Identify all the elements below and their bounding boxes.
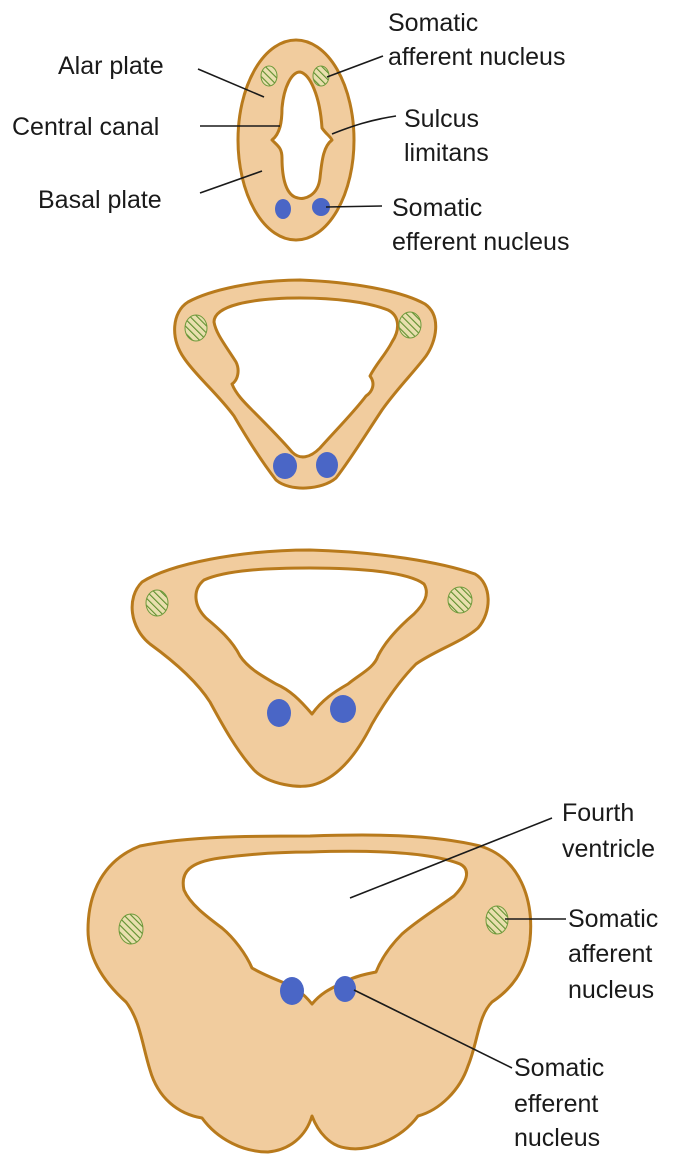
somatic-afferent-nucleus bbox=[146, 590, 168, 616]
somatic-efferent-nucleus bbox=[334, 976, 356, 1002]
brainstem-section-4 bbox=[88, 835, 531, 1152]
alar-plate-label: Alar plate bbox=[58, 52, 164, 80]
somatic-efferent-nucleus bbox=[273, 453, 297, 479]
nucleus-label: nucleus bbox=[568, 976, 654, 1004]
brainstem-section-3 bbox=[132, 550, 488, 786]
somatic-label: Somatic bbox=[568, 905, 658, 933]
somatic-efferent-nucleus bbox=[267, 699, 291, 727]
afferent-label: afferent bbox=[568, 940, 652, 968]
somatic-afferent-nucleus bbox=[399, 312, 421, 338]
somatic-label: Somatic bbox=[388, 9, 478, 37]
efferent-label: efferent bbox=[514, 1090, 598, 1118]
ventricle-label: ventricle bbox=[562, 835, 655, 863]
limitans-label: limitans bbox=[404, 139, 489, 167]
central-canal-label: Central canal bbox=[12, 113, 159, 141]
somatic-afferent-nucleus bbox=[261, 66, 277, 86]
somatic-efferent-nucleus bbox=[316, 452, 338, 478]
somatic-afferent-nucleus bbox=[486, 906, 508, 934]
brainstem-section-2 bbox=[175, 280, 436, 488]
afferent-nucleus-label: afferent nucleus bbox=[388, 43, 565, 71]
somatic-efferent-nucleus bbox=[280, 977, 304, 1005]
spinal-cord-section bbox=[238, 40, 354, 240]
fourth-label: Fourth bbox=[562, 799, 634, 827]
somatic-label: Somatic bbox=[392, 194, 482, 222]
somatic-afferent-nucleus bbox=[448, 587, 472, 613]
somatic-afferent-nucleus bbox=[119, 914, 143, 944]
somatic-efferent-nucleus bbox=[275, 199, 291, 219]
somatic-efferent-nucleus bbox=[330, 695, 356, 723]
somatic-afferent-nucleus bbox=[185, 315, 207, 341]
somatic-afferent-nucleus bbox=[313, 66, 329, 86]
somatic-label: Somatic bbox=[514, 1054, 604, 1082]
sulcus-label: Sulcus bbox=[404, 105, 479, 133]
section-2-lumen bbox=[214, 298, 398, 457]
basal-plate-label: Basal plate bbox=[38, 186, 162, 214]
efferent-nucleus-label: efferent nucleus bbox=[392, 228, 569, 256]
nucleus-label: nucleus bbox=[514, 1124, 600, 1152]
